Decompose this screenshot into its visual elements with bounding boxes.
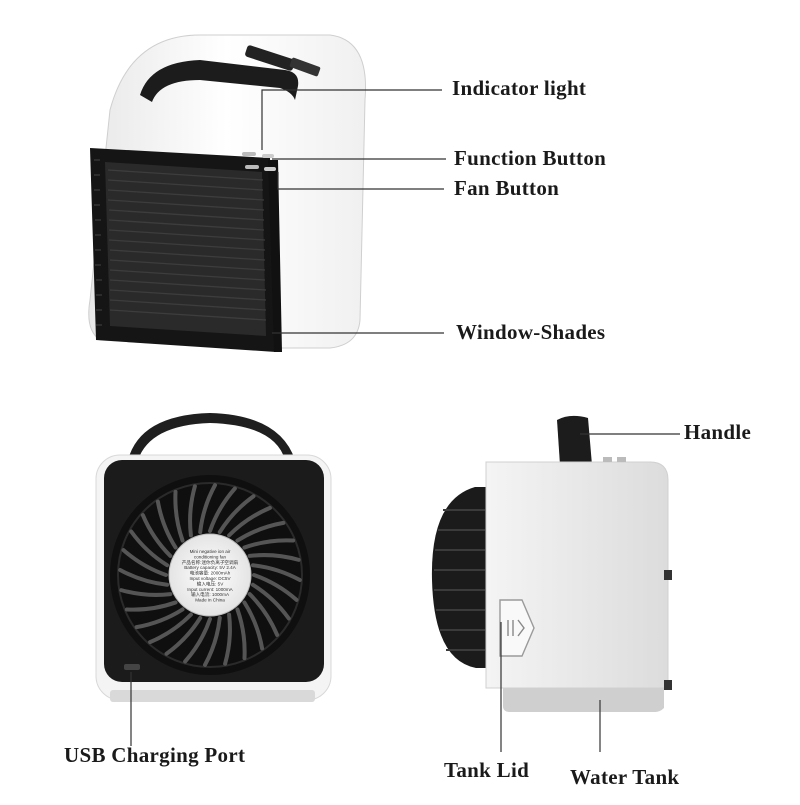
fan-blade — [247, 553, 301, 562]
fan-blade — [148, 612, 193, 645]
fan-blade — [242, 538, 296, 550]
label-water-tank: Water Tank — [570, 765, 680, 789]
fan-blade — [202, 615, 222, 667]
fan-label-line: 输入电流: 1000mA — [191, 591, 230, 598]
fan-blade — [198, 483, 218, 535]
fan-blade — [140, 513, 173, 558]
fan-blade — [134, 607, 185, 630]
fan-blade — [208, 486, 237, 533]
fan-label-line: Mini negative ion air — [190, 549, 231, 554]
fan-label-line: 输入电压: 5V — [197, 580, 224, 587]
fan-label-line: Input voltage: DC5V — [189, 576, 231, 581]
fan-blade — [119, 588, 173, 597]
fan-label-line: Made in China — [195, 598, 225, 603]
fan-blade — [188, 484, 197, 538]
fan-label-line: conditioning fan — [194, 554, 227, 559]
side-view-pointers — [500, 433, 680, 752]
label-usb-charging-port: USB Charging Port — [64, 743, 246, 767]
label-function-button: Function Button — [454, 146, 607, 170]
side-view-cooler — [431, 415, 672, 712]
fan-blade — [183, 617, 212, 664]
fan-blade — [250, 582, 291, 621]
label-tank-lid: Tank Lid — [444, 758, 530, 782]
fan-blade — [247, 592, 280, 637]
fan-blade — [121, 548, 168, 577]
fan-label-line: 电池容量: 2000mAh — [190, 570, 231, 577]
top-view-cooler — [88, 34, 367, 352]
fan-blade — [164, 615, 203, 656]
fan-label-line: Input current: 1000mA — [187, 587, 233, 592]
fan-blade — [242, 600, 265, 651]
label-fan-button: Fan Button — [454, 176, 560, 200]
label-indicator-light: Indicator light — [452, 76, 587, 100]
fan-blade — [118, 567, 170, 587]
fan-blade — [235, 607, 247, 661]
fan-blade — [173, 489, 185, 543]
fan-blade — [129, 529, 170, 568]
fan-blade — [252, 573, 299, 602]
fan-blade — [250, 563, 302, 583]
fan-blade — [155, 499, 178, 550]
label-window-shades: Window-Shades — [456, 320, 606, 344]
fan-label-line: 产品名称:迷你负离子空调扇 — [182, 559, 239, 566]
fan-blade — [223, 612, 232, 666]
fan-blade — [217, 494, 256, 535]
top-view-pointers — [261, 89, 446, 334]
label-handle: Handle — [684, 420, 752, 444]
fan-blade — [227, 505, 272, 538]
fan-blade — [124, 600, 178, 612]
fan-label-line: Battery capacity: 5V 2.4A — [184, 565, 237, 570]
usb-port — [124, 664, 140, 670]
fan-blade — [235, 520, 286, 543]
